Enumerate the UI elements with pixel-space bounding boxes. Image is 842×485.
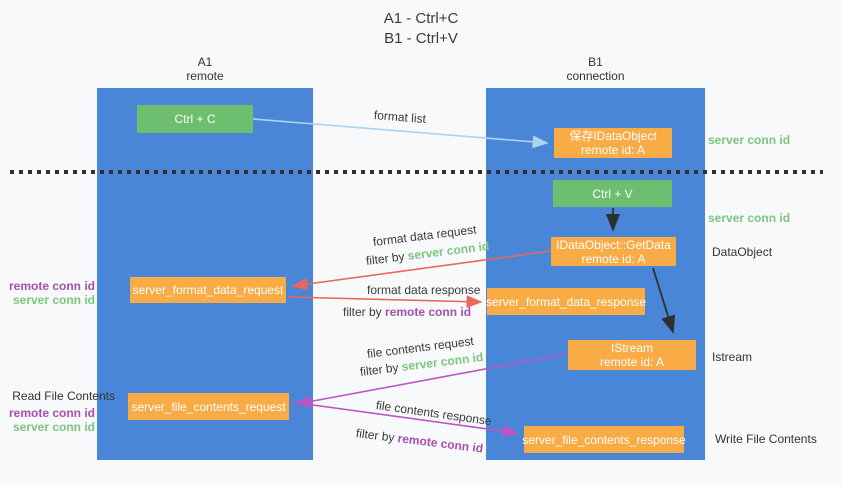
arrow-format-data-response [287,295,483,309]
node-save-idataobject-line2: remote id: A [580,143,646,157]
remote-conn-id-text: remote conn id [396,431,484,456]
node-idataobject-getdata: IDataObject::GetData remote id: A [551,237,676,266]
node-server-format-data-response: server_format_data_response [485,288,647,315]
filter-by-text: filter by [365,249,406,268]
remote-conn-id-text: remote conn id [385,305,472,319]
node-istream: IStream remote id: A [568,340,696,370]
title-line-1: A1 - Ctrl+C [383,10,459,27]
edge-label-format-data-response: format data response [367,283,481,297]
node-ctrl-c: Ctrl + C [137,105,253,133]
lane-a1-subtitle: remote [186,69,224,83]
filter-by-text: filter by [355,426,396,445]
node-server-format-data-response-label: server_format_data_response [485,294,647,309]
annotation-istream: Istream [712,350,753,364]
annotation-server-conn-id-mid: server conn id [708,211,791,225]
node-ctrl-v-label: Ctrl + V [592,186,633,201]
node-server-format-data-request-label: server_format_data_request [132,283,284,297]
diagram-title: A1 - Ctrl+C B1 - Ctrl+V [0,9,842,49]
node-istream-line1: IStream [610,341,653,355]
annotation-read-file-contents: Read File Contents [12,389,115,403]
edge-label-filter-remote-conn-1: filter by remote conn id [343,305,471,319]
lane-a1-name: A1 [197,55,213,69]
node-save-idataobject: 保存IDataObject remote id: A [554,128,672,158]
node-server-file-contents-response: server_file_contents_response [522,426,686,453]
node-server-file-contents-response-label: server_file_contents_response [522,432,686,447]
lane-b1-subtitle: connection [566,69,625,83]
node-idataobject-getdata-line1: IDataObject::GetData [556,237,671,252]
annotation-write-file-contents: Write File Contents [715,432,817,446]
annotation-server-conn-id-2: server conn id [12,420,95,434]
node-server-format-data-request: server_format_data_request [130,277,286,303]
node-server-file-contents-request: server_file_contents_request [128,393,289,420]
node-save-idataobject-line1: 保存IDataObject [569,129,657,143]
node-ctrl-c-label: Ctrl + C [174,112,216,126]
annotation-server-conn-id-top: server conn id [708,133,791,147]
edge-label-filter-remote-conn-2: filter by remote conn id [355,426,484,456]
filter-by-text: filter by [343,305,382,319]
edge-label-format-list: format list [373,108,427,127]
node-idataobject-getdata-line2: remote id: A [581,251,646,266]
annotation-remote-conn-id-2: remote conn id [8,406,95,420]
annotation-server-conn-id-1: server conn id [12,293,95,307]
node-server-file-contents-request-label: server_file_contents_request [131,399,286,414]
session-separator-dotted-line [10,170,823,174]
node-istream-line2: remote id: A [599,355,665,369]
annotation-dataobject: DataObject [712,245,773,259]
edge-label-file-contents-response: file contents response [375,398,493,429]
lane-b1-name: B1 [588,55,603,69]
filter-by-text: filter by [359,360,400,379]
node-ctrl-v: Ctrl + V [553,180,672,207]
title-line-2: B1 - Ctrl+V [384,30,458,47]
annotation-remote-conn-id-1: remote conn id [8,279,95,293]
lane-header-b1: B1 connection [486,55,705,83]
lane-header-a1: A1 remote [97,55,313,83]
